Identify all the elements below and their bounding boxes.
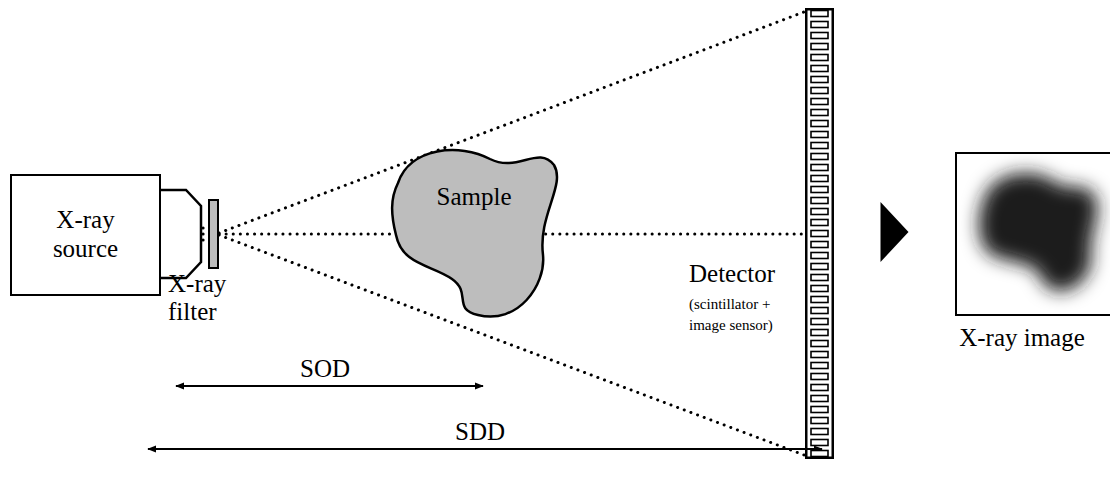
detector: Detector(scintillator + image sensor) [805,8,834,459]
source-label: X-ray source [27,206,145,264]
detector-subtitle: (scintillator + image sensor) [689,294,797,336]
x-ray-image: X-ray image [955,152,1110,316]
sample-shape: Sample [388,143,560,325]
detector-pixels [805,8,834,459]
x-ray-nozzle [160,190,201,278]
sod-label: SOD [270,355,380,383]
detector-label: Detector [689,260,775,288]
image-label: X-ray image [955,324,1089,352]
flow-arrow [881,202,909,262]
source-box: X-ray source [10,174,161,296]
x-ray-filter [209,200,218,268]
sample-label: Sample [412,183,536,211]
filter-label: X-ray filter [168,270,252,325]
beam-lines [203,12,804,455]
sample-outline [388,143,560,325]
sdd-label: SDD [420,418,540,446]
sod-dimension [176,385,483,387]
blurred-projection [957,154,1110,313]
sdd-dimension [148,448,822,450]
